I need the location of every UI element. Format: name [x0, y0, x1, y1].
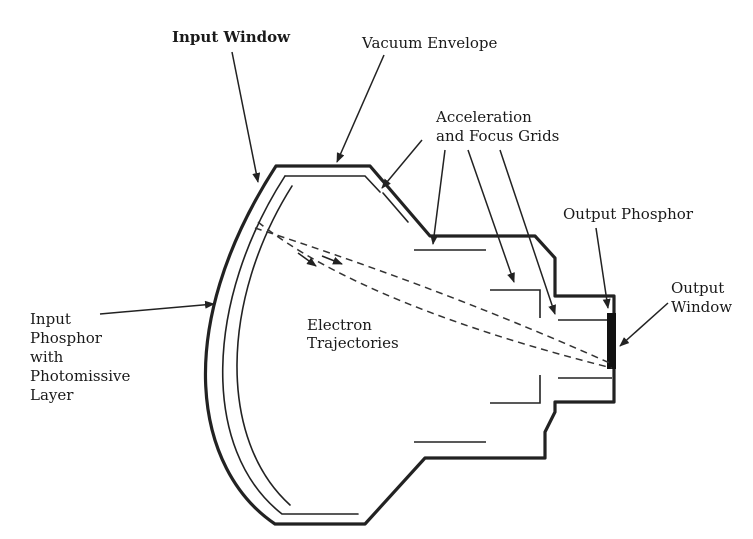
pointer-input-window	[231, 51, 261, 183]
trajectory-arrow-1	[297, 252, 317, 267]
grid-top-2	[490, 289, 541, 318]
label-input-phosphor-2: Phosphor	[30, 329, 103, 347]
input-window-inner	[284, 175, 381, 193]
trajectory-arrow-2	[321, 255, 343, 265]
electron-trajectory-2	[254, 227, 613, 365]
label-input-phosphor-4: Photomissive	[30, 367, 131, 385]
pointer-grid-b	[430, 149, 446, 245]
output-phosphor	[607, 313, 616, 369]
pointer-grid-c	[467, 149, 515, 283]
label-output-window-2: Window	[671, 298, 732, 316]
label-input-phosphor-3: with	[30, 348, 64, 366]
input-window-curve	[221, 175, 359, 515]
label-output-phosphor: Output Phosphor	[563, 205, 694, 223]
label-accel-grids-1: Acceleration	[435, 108, 532, 126]
label-accel-grids-2: and Focus Grids	[436, 127, 559, 145]
pointer-output-window	[619, 302, 669, 347]
pointer-vacuum-envelope	[336, 54, 385, 163]
label-input-phosphor-1: Input	[30, 310, 71, 328]
grid-bottom-2	[490, 375, 541, 404]
label-input-window: Input Window	[172, 28, 291, 46]
label-electron-traj-2: Trajectories	[307, 334, 399, 352]
pointer-output-phosphor	[595, 227, 611, 309]
electron-trajectory-1	[257, 221, 613, 369]
input-phosphor-curve	[236, 185, 293, 506]
pointer-input-phosphor	[99, 300, 215, 315]
label-vacuum-envelope: Vacuum Envelope	[361, 34, 498, 52]
label-output-window-1: Output	[671, 279, 724, 297]
pointer-grid-d	[499, 149, 556, 315]
vacuum-envelope-outline	[203, 164, 616, 526]
pointer-grid-a	[381, 139, 423, 189]
label-input-phosphor-5: Layer	[30, 386, 74, 404]
label-electron-traj-1: Electron	[307, 316, 372, 334]
envelope-inner-slant	[382, 192, 409, 223]
